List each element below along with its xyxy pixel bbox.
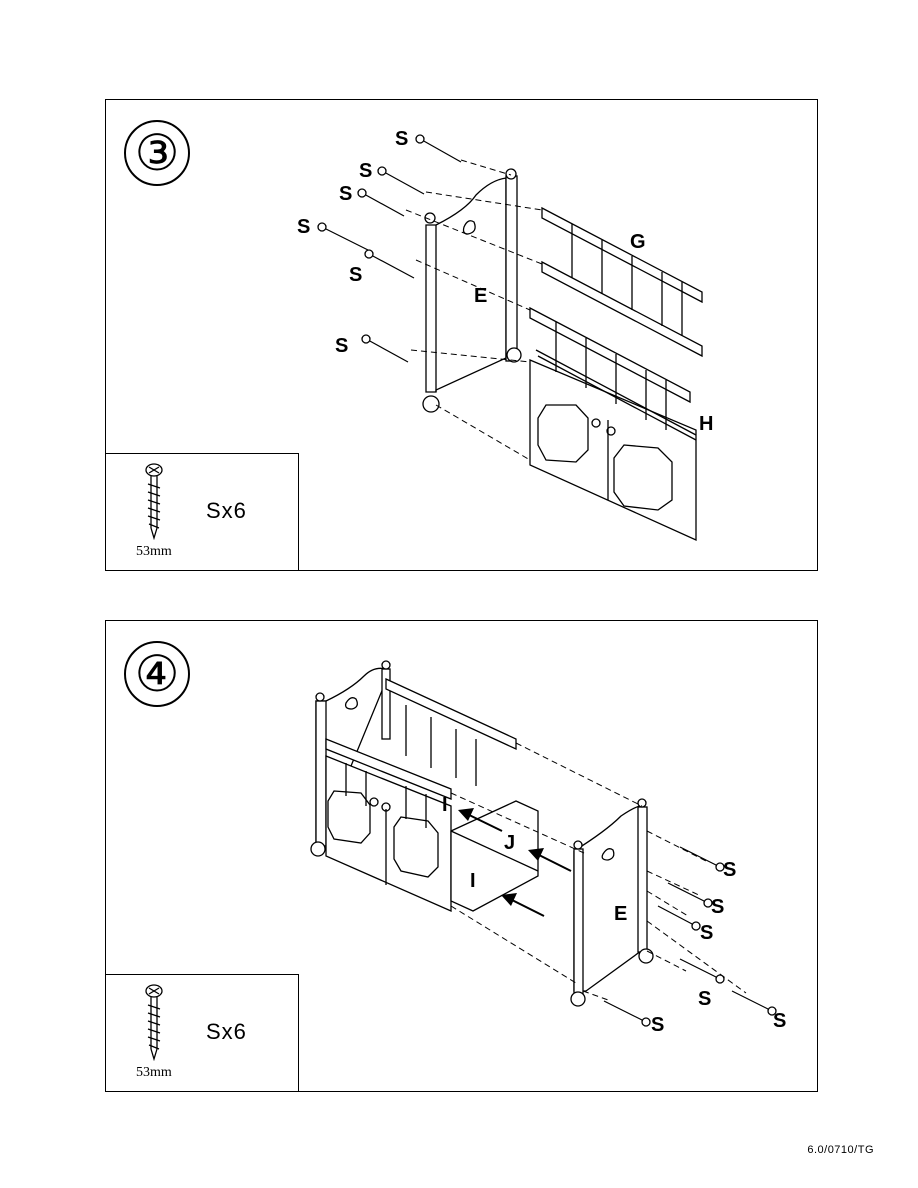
step-3-panel: ③ — [105, 99, 818, 571]
screw-label: S — [349, 264, 362, 286]
rail-h-label: H — [699, 413, 713, 435]
screw-label: S — [723, 859, 736, 881]
document-code: 6.0/0710/TG — [807, 1144, 874, 1156]
step-number-3: ③ — [124, 120, 190, 186]
screw-label: S — [395, 128, 408, 150]
step-3-diagram: S S S S S S E G H — [297, 128, 713, 542]
hardware-length: 53mm — [136, 1065, 172, 1080]
screw-label: S — [359, 160, 372, 182]
screw-icon — [145, 984, 163, 1061]
screw-label: S — [700, 922, 713, 944]
screw-label: S — [339, 183, 352, 205]
rail-g-label: G — [630, 231, 646, 253]
screw-label: S — [773, 1010, 786, 1032]
step-4-diagram: S S S S S S E I J I — [310, 660, 786, 1036]
step-number-4: ④ — [124, 641, 190, 707]
screw-label: S — [651, 1014, 664, 1036]
panel-e-label: E — [474, 285, 487, 307]
hardware-quantity: Sx6 — [206, 498, 247, 523]
hardware-quantity: Sx6 — [206, 1019, 247, 1044]
screw-icon — [145, 463, 163, 540]
hardware-inset: Sx6 53mm — [105, 453, 299, 571]
board-i-label: I — [470, 870, 476, 892]
board-i-label: I — [442, 794, 448, 816]
panel-e-label: E — [614, 903, 627, 925]
screw-label: S — [711, 896, 724, 918]
step-4-panel: ④ — [105, 620, 818, 1092]
screw-label: S — [698, 988, 711, 1010]
screw-label: S — [297, 216, 310, 238]
screw-label: S — [335, 335, 348, 357]
hardware-inset: Sx6 53mm — [105, 974, 299, 1092]
hardware-length: 53mm — [136, 544, 172, 559]
board-j-label: J — [504, 832, 515, 854]
